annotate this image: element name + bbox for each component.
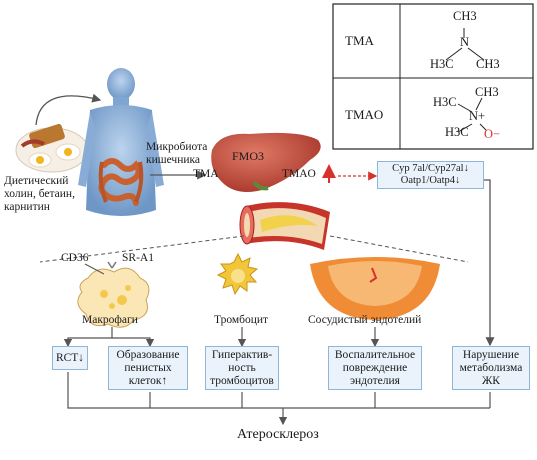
fmo3-label: FMO3 bbox=[232, 149, 265, 163]
cd36-label: CD36 bbox=[61, 252, 89, 264]
atherosclerosis-label: Атеросклероз bbox=[237, 427, 319, 442]
chemical-table bbox=[332, 3, 534, 150]
tmao-structure bbox=[457, 97, 487, 133]
microbiota-label: Микробиота кишечника bbox=[146, 141, 208, 166]
tmao-left-h3c: H3C bbox=[433, 95, 457, 109]
diet-label: Диетический холин, бетаин, карнитин bbox=[4, 175, 75, 213]
endothelial-injury-box: Воспалительное повреждение эндотелия bbox=[328, 346, 422, 390]
foam-cell-box: Образование пенистых клеток↑ bbox=[108, 346, 188, 390]
tma-left-h3c: H3C bbox=[430, 57, 454, 71]
tma-n: N bbox=[460, 35, 470, 49]
platelet-label: Тромбоцит bbox=[214, 314, 269, 326]
tma-label: TMA bbox=[193, 168, 219, 180]
platelet-illustration bbox=[216, 252, 259, 296]
platelet-hyperactivity-box: Гиперактив- ность тромбоцитов bbox=[205, 346, 279, 390]
endothelium-illustration bbox=[310, 257, 440, 320]
diet-to-body-arrow bbox=[35, 93, 102, 126]
macrophage-illustration bbox=[77, 261, 150, 328]
bile-acid-box: Нарушение метаболизма ЖК bbox=[452, 346, 530, 390]
table-tmao-label: TMAO bbox=[345, 107, 384, 122]
tmao-oxygen: O− bbox=[484, 127, 501, 141]
cyp-oatp-box: Cyp 7al/Cyp27al↓ Oatp1/Oatp4↓ bbox=[377, 161, 484, 189]
sr-a1-label: SR-A1 bbox=[122, 252, 154, 264]
blood-vessel-illustration bbox=[239, 202, 330, 250]
tmao-label: TMAO bbox=[282, 168, 316, 180]
tmao-bottom-h3c: H3C bbox=[445, 125, 469, 139]
tma-right-ch3: CH3 bbox=[476, 57, 500, 71]
rct-box: RCT↓ bbox=[52, 346, 88, 370]
tmao-top-ch3: CH3 bbox=[475, 85, 499, 99]
macrophages-label: Макрофаги bbox=[82, 314, 138, 326]
table-tma-label: TMA bbox=[345, 33, 374, 48]
tma-structure bbox=[445, 28, 485, 61]
endothelium-label: Сосудистый эндотелий bbox=[308, 314, 422, 326]
food-plate-illustration bbox=[15, 123, 89, 173]
tma-top-ch3: CH3 bbox=[453, 9, 477, 23]
liver-illustration bbox=[211, 132, 321, 192]
human-body-illustration bbox=[78, 68, 164, 216]
tmao-n-plus: N+ bbox=[469, 109, 486, 123]
